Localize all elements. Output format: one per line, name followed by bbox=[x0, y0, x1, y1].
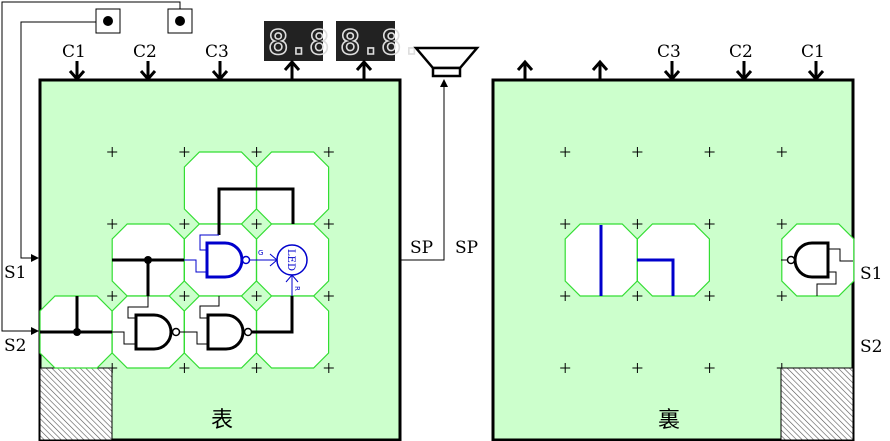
nand-gate bbox=[793, 241, 830, 279]
grid-mark bbox=[704, 219, 715, 229]
nand-gate bbox=[206, 313, 245, 351]
led-pin-r: R bbox=[293, 286, 301, 291]
front-caption: 表 bbox=[211, 408, 233, 433]
s1-label: S1 bbox=[4, 263, 26, 283]
s1-label-back: S1 bbox=[860, 264, 882, 284]
arrow-up-icon bbox=[591, 59, 609, 80]
arrow-down-icon bbox=[139, 61, 157, 82]
grid-mark bbox=[323, 291, 334, 301]
grid-mark bbox=[704, 363, 715, 373]
board-cell[interactable] bbox=[183, 295, 257, 369]
s2-label-back: S2 bbox=[860, 337, 882, 357]
arrow-down-icon bbox=[68, 61, 86, 82]
grid-mark bbox=[179, 219, 190, 229]
s2-wire bbox=[1, 1, 181, 335]
s2-label: S2 bbox=[4, 336, 26, 356]
grid-mark bbox=[323, 147, 334, 157]
input-label-c1: C1 bbox=[62, 42, 86, 62]
back-board: 裏 bbox=[491, 78, 855, 441]
grid-mark bbox=[776, 147, 787, 157]
grid-mark bbox=[251, 363, 262, 373]
grid-mark bbox=[560, 147, 571, 157]
arrow-down-icon bbox=[663, 61, 681, 82]
grid-mark bbox=[776, 219, 787, 229]
input-label-c2: C2 bbox=[133, 42, 157, 62]
grid-mark bbox=[704, 291, 715, 301]
input-label-c3: C3 bbox=[205, 42, 229, 62]
front-board: G LED R 表 bbox=[38, 78, 402, 441]
arrow-down-icon bbox=[735, 61, 753, 82]
grid-mark bbox=[632, 363, 643, 373]
led-label: LED bbox=[285, 249, 296, 271]
grid-mark bbox=[179, 291, 190, 301]
grid-mark bbox=[107, 291, 118, 301]
grid-mark bbox=[632, 219, 643, 229]
sp-label-front: SP bbox=[410, 238, 433, 258]
grid-mark bbox=[560, 363, 571, 373]
arrow-up-icon bbox=[283, 59, 301, 80]
arrow-up-icon bbox=[355, 59, 373, 80]
display-digits: 8.8. bbox=[340, 23, 422, 63]
arrow-down-icon bbox=[211, 61, 229, 82]
grid-mark bbox=[323, 219, 334, 229]
nand-gate bbox=[134, 313, 173, 351]
seven-segment-display-2: 8.8. bbox=[336, 21, 423, 64]
grid-mark bbox=[251, 291, 262, 301]
input-label-back: C3 bbox=[657, 42, 681, 62]
grid-mark bbox=[179, 363, 190, 373]
speaker-wire bbox=[400, 79, 448, 261]
speaker-icon bbox=[413, 46, 480, 78]
grid-mark bbox=[560, 291, 571, 301]
grid-mark bbox=[107, 219, 118, 229]
grid-mark bbox=[704, 147, 715, 157]
arrow-up-icon bbox=[516, 59, 534, 80]
grid-mark bbox=[251, 147, 262, 157]
led-pin-g: G bbox=[258, 249, 263, 257]
grid-mark bbox=[560, 219, 571, 229]
nand-gate-blue bbox=[205, 241, 244, 279]
sp-label-back: SP bbox=[455, 238, 478, 258]
back-caption: 裏 bbox=[658, 408, 680, 433]
grid-mark bbox=[107, 147, 118, 157]
s1-wire bbox=[20, 21, 96, 262]
input-label-back: C1 bbox=[801, 42, 825, 62]
grid-mark bbox=[251, 219, 262, 229]
input-label-back: C2 bbox=[729, 42, 753, 62]
grid-mark bbox=[323, 363, 334, 373]
hatched-area bbox=[780, 367, 854, 441]
jumper-wire bbox=[637, 258, 675, 296]
hatched-area bbox=[39, 367, 113, 441]
grid-mark bbox=[179, 147, 190, 157]
grid-mark bbox=[776, 291, 787, 301]
grid-mark bbox=[632, 147, 643, 157]
grid-mark bbox=[632, 291, 643, 301]
push-button-1[interactable] bbox=[95, 8, 121, 34]
push-button-2[interactable] bbox=[167, 8, 193, 34]
arrow-down-icon bbox=[807, 61, 825, 82]
board-cell[interactable] bbox=[111, 295, 185, 369]
